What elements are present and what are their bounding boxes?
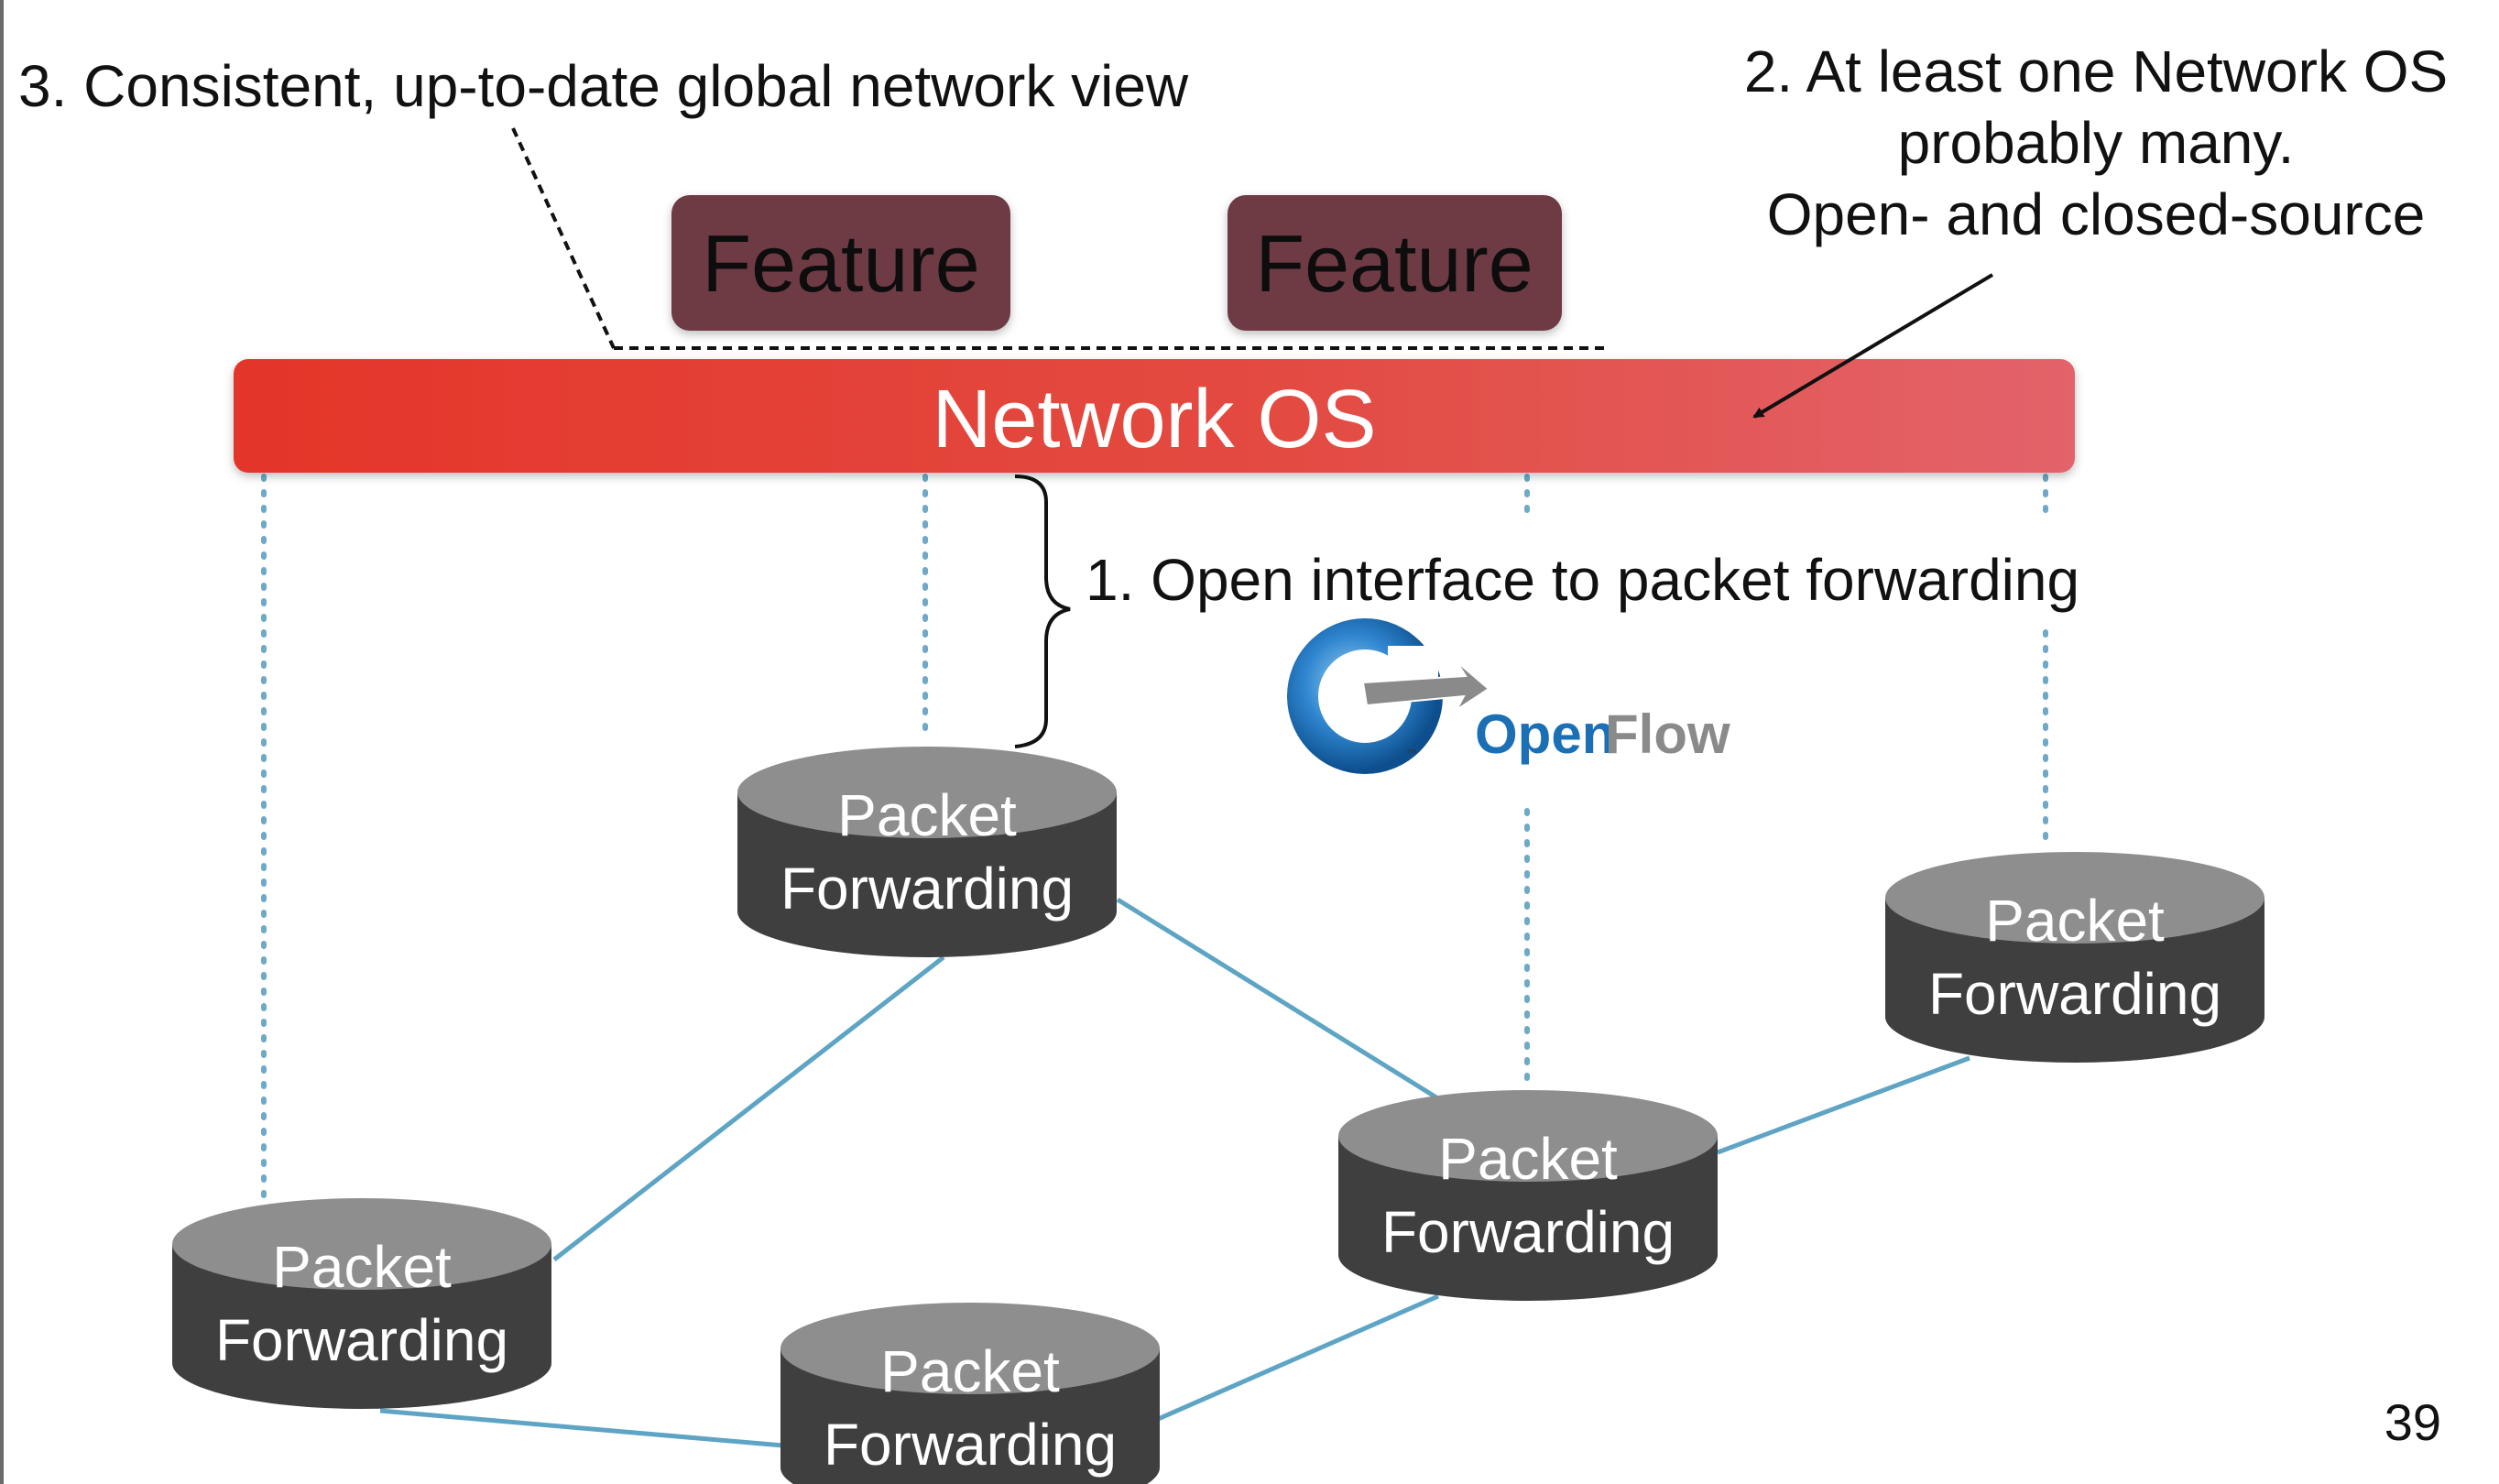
packet-forwarding-node-2: Packet Forwarding <box>737 747 1117 957</box>
openflow-trademark: ™ <box>1406 747 1417 759</box>
packet-forwarding-node-1: Packet Forwarding <box>172 1198 551 1409</box>
node-1-line1: Packet <box>272 1234 452 1300</box>
network-os-annotation-line2: probably many. <box>1898 110 2295 176</box>
feature-label-2: Feature <box>1255 218 1533 309</box>
network-os-label: Network OS <box>932 374 1376 465</box>
node-2-line2: Forwarding <box>780 856 1074 922</box>
packet-forwarding-node-5: Packet Forwarding <box>780 1303 1160 1484</box>
openflow-arrow-icon <box>1361 660 1490 711</box>
node-3-line2: Forwarding <box>1928 961 2221 1027</box>
network-os-annotation-line3: Open- and closed-source <box>1767 181 2426 247</box>
feature-box-2: Feature <box>1228 195 1562 331</box>
link-node2-node1 <box>552 955 945 1261</box>
node-5-line1: Packet <box>880 1338 1060 1404</box>
packet-forwarding-node-4: Packet Forwarding <box>1338 1090 1718 1301</box>
node-5-line2: Forwarding <box>824 1412 1117 1478</box>
dotted-connectors <box>261 474 2048 1203</box>
slide-left-border <box>0 0 4 1484</box>
node-2-line1: Packet <box>837 782 1017 848</box>
network-links <box>379 897 1970 1448</box>
global-view-bracket <box>511 127 1608 350</box>
link-node2-node4 <box>1116 897 1438 1100</box>
link-node1-node5 <box>379 1408 784 1448</box>
packet-forwarding-node-3: Packet Forwarding <box>1885 852 2264 1063</box>
open-interface-annotation: 1. Open interface to packet forwarding <box>1086 547 2079 613</box>
openflow-text-open: Open <box>1475 704 1615 765</box>
feature-box-1: Feature <box>671 195 1010 331</box>
page-number: 39 <box>2384 1393 2441 1451</box>
node-1-line2: Forwarding <box>215 1307 508 1373</box>
link-node4-node5 <box>1154 1293 1440 1423</box>
network-os-bar: Network OS <box>234 359 2075 473</box>
network-os-annotation-line1: 2. At least one Network OS <box>1744 38 2448 104</box>
node-3-line1: Packet <box>1985 888 2165 954</box>
network-os-arrow <box>1752 273 1994 419</box>
link-node4-node3 <box>1717 1055 1970 1155</box>
openflow-text-flow: Flow <box>1605 704 1730 765</box>
global-view-annotation: 3. Consistent, up-to-date global network… <box>18 53 1189 119</box>
node-4-line2: Forwarding <box>1381 1199 1675 1265</box>
node-4-line1: Packet <box>1438 1126 1618 1192</box>
feature-label-1: Feature <box>702 218 979 309</box>
interface-brace-icon <box>1014 475 1071 748</box>
openflow-logo: Open Flow ™ <box>1287 618 1730 774</box>
